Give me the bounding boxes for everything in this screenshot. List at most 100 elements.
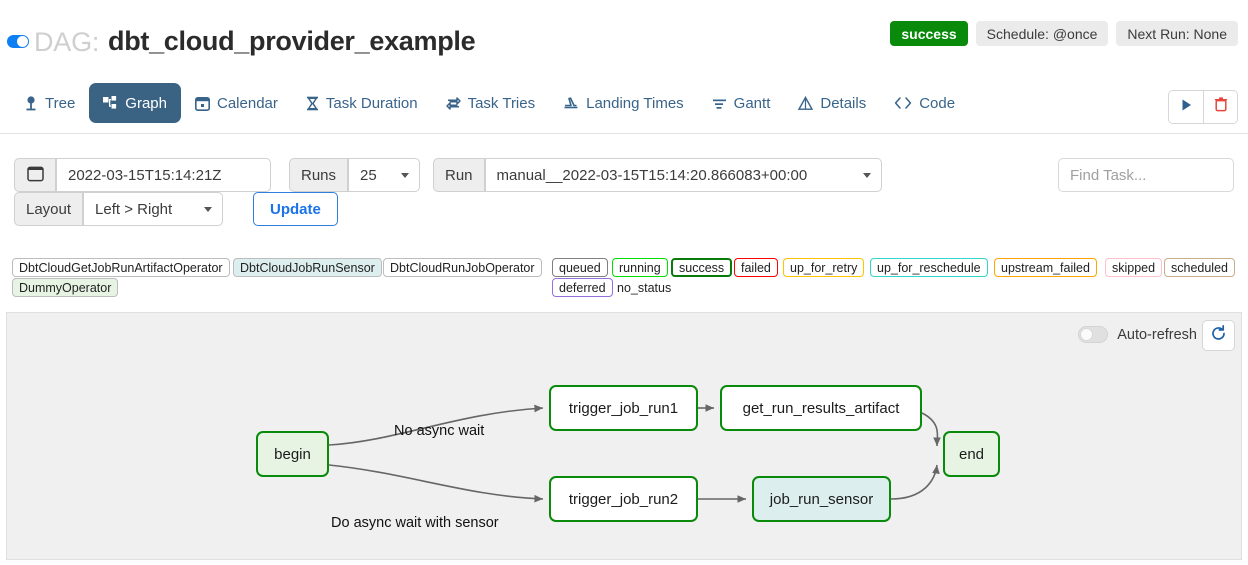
- next-run-badge: Next Run: None: [1116, 21, 1238, 46]
- status-badge: success: [890, 21, 968, 46]
- legend-state-queued[interactable]: queued: [552, 258, 608, 277]
- legend-bar: DbtCloudGetJobRunArtifactOperator DbtClo…: [6, 258, 1242, 304]
- calendar-icon: [195, 96, 210, 111]
- update-button[interactable]: Update: [253, 192, 338, 226]
- tab-bar: Tree Graph Calendar Task Duration Task T: [0, 80, 1248, 134]
- tab-label: Code: [919, 94, 956, 112]
- runs-label: Runs: [289, 158, 349, 192]
- node-label: job_run_sensor: [769, 490, 874, 508]
- tab-label: Tree: [45, 94, 76, 112]
- runs-group: Runs 25: [289, 158, 421, 192]
- find-task-input[interactable]: Find Task...: [1058, 158, 1234, 192]
- auto-refresh-label: Auto-refresh: [1117, 326, 1197, 343]
- legend-operator-chip[interactable]: DbtCloudRunJobOperator: [383, 258, 542, 277]
- legend-state-success[interactable]: success: [671, 258, 733, 277]
- toggle-knob: [1080, 328, 1094, 341]
- tab-label: Graph: [125, 94, 167, 112]
- node-label: end: [958, 445, 985, 463]
- legend-operator-chip[interactable]: DbtCloudGetJobRunArtifactOperator: [12, 258, 230, 277]
- retry-icon: [445, 96, 461, 111]
- refresh-icon: [1210, 324, 1227, 347]
- run-select[interactable]: manual__2022-03-15T15:14:20.866083+00:00: [484, 158, 882, 192]
- legend-state-failed[interactable]: failed: [734, 258, 778, 277]
- auto-refresh-toggle[interactable]: [1078, 326, 1109, 343]
- calendar-icon: [26, 165, 44, 186]
- edge-label-no-async-wait: No async wait: [394, 423, 485, 439]
- page-title: dbt_cloud_provider_example: [108, 26, 476, 56]
- play-icon: [1180, 98, 1193, 117]
- tab-list: Tree Graph Calendar Task Duration Task T: [10, 83, 969, 123]
- refresh-button[interactable]: [1202, 320, 1235, 351]
- tab-gantt[interactable]: Gantt: [698, 83, 785, 123]
- tab-label: Details: [820, 94, 867, 112]
- toggle-knob: [17, 36, 28, 47]
- graph-node-begin[interactable]: begin: [256, 431, 329, 477]
- legend-state-no-status: no_status: [617, 280, 672, 295]
- schedule-badge: Schedule: @once: [975, 21, 1109, 46]
- tab-graph[interactable]: Graph: [89, 83, 181, 123]
- graph-node-end[interactable]: end: [943, 431, 1000, 477]
- dag-pause-toggle[interactable]: [7, 35, 29, 48]
- tab-code[interactable]: Code: [880, 83, 969, 123]
- graph-icon: [103, 95, 118, 111]
- layout-label: Layout: [14, 192, 84, 226]
- graph-node-trigger-job-run1[interactable]: trigger_job_run1: [549, 385, 698, 431]
- tab-label: Task Duration: [325, 94, 418, 112]
- tab-details[interactable]: Details: [784, 83, 880, 123]
- tab-landing-times[interactable]: Landing Times: [549, 83, 698, 123]
- node-label: trigger_job_run2: [568, 490, 679, 508]
- trash-icon: [1214, 97, 1228, 117]
- delete-dag-button[interactable]: [1203, 91, 1237, 123]
- legend-state-upstream-failed[interactable]: upstream_failed: [994, 258, 1097, 277]
- legend-state-deferred[interactable]: deferred: [552, 278, 613, 297]
- graph-node-get-run-results-artifact[interactable]: get_run_results_artifact: [720, 385, 922, 431]
- landing-icon: [563, 96, 579, 111]
- code-icon: [894, 96, 912, 110]
- legend-state-up-for-retry[interactable]: up_for_retry: [783, 258, 865, 277]
- layout-select[interactable]: Left > Right: [83, 192, 224, 226]
- node-label: get_run_results_artifact: [742, 399, 900, 417]
- tab-calendar[interactable]: Calendar: [181, 83, 292, 123]
- calendar-picker-button[interactable]: [14, 158, 56, 192]
- run-value: manual__2022-03-15T15:14:20.866083+00:00: [496, 166, 808, 184]
- legend-state-scheduled[interactable]: scheduled: [1164, 258, 1235, 277]
- layout-value: Left > Right: [95, 200, 173, 218]
- graph-edges: [328, 404, 941, 503]
- layout-group: Layout Left > Right: [14, 192, 224, 226]
- node-label: trigger_job_run1: [568, 399, 679, 417]
- legend-state-skipped[interactable]: skipped: [1105, 258, 1163, 277]
- legend-operator-chip[interactable]: DbtCloudJobRunSensor: [233, 258, 382, 277]
- node-label: begin: [274, 445, 311, 463]
- auto-refresh-control: Auto-refresh: [1078, 326, 1197, 343]
- graph-node-job-run-sensor[interactable]: job_run_sensor: [752, 476, 891, 522]
- execution-date-input[interactable]: 2022-03-15T15:14:21Z: [56, 158, 271, 192]
- run-group: Run manual__2022-03-15T15:14:20.866083+0…: [433, 158, 882, 192]
- gantt-icon: [712, 96, 727, 111]
- chevron-down-icon: [862, 173, 871, 178]
- dag-action-buttons: [1168, 90, 1238, 124]
- graph-node-trigger-job-run2[interactable]: trigger_job_run2: [549, 476, 698, 522]
- tree-icon: [24, 95, 38, 111]
- tab-label: Task Tries: [467, 94, 536, 112]
- filter-bar: 2022-03-15T15:14:21Z Runs 25 Run manual_…: [14, 152, 1234, 230]
- tab-task-duration[interactable]: Task Duration: [292, 83, 432, 123]
- chevron-down-icon: [401, 173, 410, 178]
- triangle-icon: [798, 95, 814, 111]
- edge-label-do-async-wait: Do async wait with sensor: [331, 515, 499, 531]
- runs-select[interactable]: 25: [348, 158, 421, 192]
- hourglass-icon: [306, 96, 319, 111]
- legend-state-up-for-reschedule[interactable]: up_for_reschedule: [870, 258, 988, 277]
- chevron-down-icon: [204, 207, 213, 212]
- tab-label: Gantt: [733, 94, 771, 112]
- trigger-dag-button[interactable]: [1169, 91, 1203, 123]
- header-badges: success Schedule: @once Next Run: None: [890, 21, 1238, 46]
- dag-label: DAG:: [34, 27, 100, 57]
- tab-tree[interactable]: Tree: [10, 83, 89, 123]
- tab-task-tries[interactable]: Task Tries: [432, 83, 550, 123]
- legend-state-running[interactable]: running: [612, 258, 668, 277]
- legend-operator-chip[interactable]: DummyOperator: [12, 278, 119, 297]
- page-header: DAG: dbt_cloud_provider_example success …: [0, 0, 1248, 72]
- tab-label: Calendar: [217, 94, 278, 112]
- tab-label: Landing Times: [586, 94, 684, 112]
- graph-canvas[interactable]: Auto-refresh begin trigger_job: [6, 312, 1242, 560]
